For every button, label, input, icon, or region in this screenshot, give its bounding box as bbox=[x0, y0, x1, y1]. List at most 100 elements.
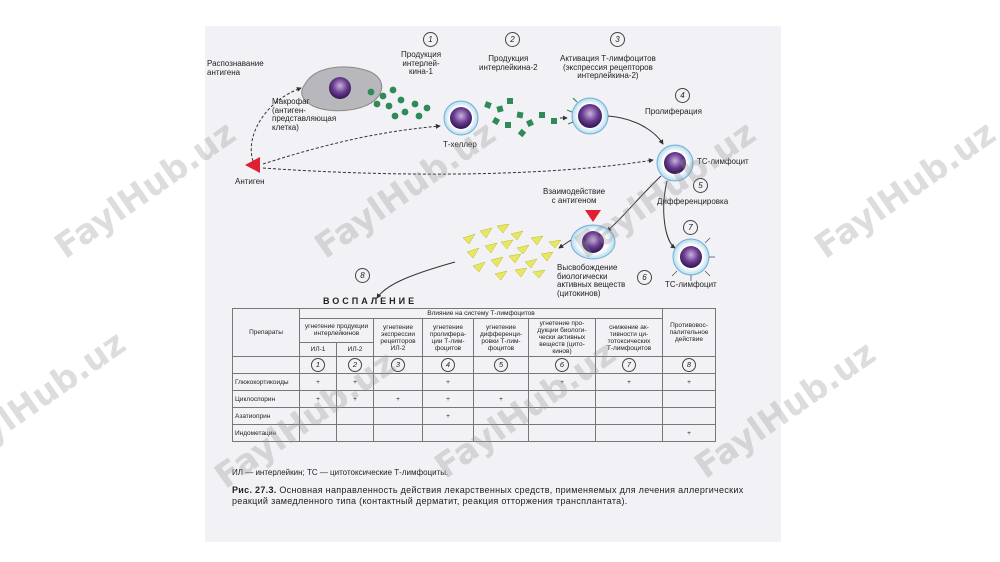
cell: + bbox=[422, 407, 474, 425]
immune-diagram bbox=[245, 66, 715, 299]
antigen-on-cell bbox=[585, 210, 601, 222]
header-il-production: угнетение продукции интерлейкинов bbox=[299, 318, 374, 343]
arrow-release bbox=[558, 239, 572, 249]
watermark: FaylHub.uz bbox=[807, 113, 1000, 267]
cell bbox=[299, 424, 337, 442]
header-il1: ИЛ-1 bbox=[299, 341, 337, 358]
table-row: Глюкокортикоиды + + + + + + bbox=[232, 373, 716, 391]
col-number: 6 bbox=[555, 358, 569, 372]
table-number-row: 1 2 3 4 5 6 7 8 bbox=[232, 356, 716, 374]
cell: + bbox=[473, 390, 529, 408]
label-tc1: TC-лимфоцит bbox=[697, 157, 749, 166]
activated-t-nucleus bbox=[578, 104, 602, 128]
drug-name: Глюкокортикоиды bbox=[232, 373, 300, 391]
cell: + bbox=[528, 373, 596, 391]
col-number: 3 bbox=[391, 358, 405, 372]
cell bbox=[336, 407, 374, 425]
step-number-7: 7 bbox=[683, 220, 698, 235]
col-number: 2 bbox=[348, 358, 362, 372]
col-number: 1 bbox=[311, 358, 325, 372]
cell bbox=[473, 373, 529, 391]
step-number-6: 6 bbox=[637, 270, 652, 285]
cell: + bbox=[662, 424, 716, 442]
drug-effects-table: Препараты Влияние на систему Т-лимфоцито… bbox=[232, 308, 716, 442]
header-cytotoxic: снижение ак- тивности ци- тотоксических … bbox=[595, 318, 663, 357]
label-macrophage: Макрофаг (антиген- представляющая клетка… bbox=[272, 97, 337, 132]
table-row: Циклоспорин + + + + + bbox=[232, 390, 716, 408]
label-step3: Активация Т-лимфоцитов (экспрессия рецеп… bbox=[560, 54, 656, 80]
cell bbox=[373, 407, 423, 425]
tc-lymphocyte-2-nucleus bbox=[680, 246, 702, 268]
label-interaction: Взаимодействие с антигеном bbox=[543, 187, 606, 205]
watermark: FaylHub.uz bbox=[0, 323, 134, 477]
interacting-t-nucleus bbox=[582, 231, 604, 253]
header-differentiation: угнетение дифференци- ровки Т-лим- фоцит… bbox=[473, 318, 529, 357]
label-recognition: Распознавание антигена bbox=[207, 59, 264, 77]
cell bbox=[528, 424, 596, 442]
step-number-3: 3 bbox=[610, 32, 625, 47]
textbook-page: Распознавание антигена Макрофаг (антиген… bbox=[205, 26, 781, 542]
step-number-4: 4 bbox=[675, 88, 690, 103]
figure-caption: Рис. 27.3. Основная направленность дейст… bbox=[232, 485, 770, 507]
tc-lymphocyte-1-nucleus bbox=[664, 152, 686, 174]
arrow-antigen-tc bbox=[262, 158, 654, 175]
step-number-8: 8 bbox=[355, 268, 370, 283]
drug-name: Индометацин bbox=[232, 424, 300, 442]
cell: + bbox=[422, 373, 474, 391]
header-drugs: Препараты bbox=[232, 308, 300, 357]
cell bbox=[595, 407, 663, 425]
label-step4: Пролиферация bbox=[645, 107, 702, 116]
interleukin-2-squares bbox=[484, 98, 557, 138]
header-proliferation: угнетение пролифера- ции Т-лим- фоцитов bbox=[422, 318, 474, 357]
table-legend: ИЛ — интерлейкин; TC — цитотоксические Т… bbox=[232, 468, 449, 477]
cell bbox=[595, 390, 663, 408]
header-il2: ИЛ-2 bbox=[336, 341, 374, 358]
cell bbox=[595, 424, 663, 442]
col-number: 5 bbox=[494, 358, 508, 372]
table-row: Азатиоприн + bbox=[232, 407, 716, 425]
header-il2-receptor: угнетение экспрессии рецепторов ИЛ-2 bbox=[373, 318, 423, 357]
col-number: 7 bbox=[622, 358, 636, 372]
label-step2: Продукция интерлейкина-2 bbox=[479, 54, 538, 72]
cell bbox=[336, 424, 374, 442]
arrow-inflammation bbox=[376, 261, 456, 299]
cell: + bbox=[299, 390, 337, 408]
step-number-1: 1 bbox=[423, 32, 438, 47]
label-antigen: Антиген bbox=[235, 177, 265, 186]
step-number-2: 2 bbox=[505, 32, 520, 47]
label-t-helper: Т-хеллер bbox=[443, 140, 477, 149]
t-helper-nucleus bbox=[450, 107, 472, 129]
cell: + bbox=[336, 373, 374, 391]
col-number: 4 bbox=[441, 358, 455, 372]
cell: + bbox=[299, 373, 337, 391]
caption-label: Рис. 27.3. bbox=[232, 485, 277, 495]
drug-name: Циклоспорин bbox=[232, 390, 300, 408]
cell bbox=[473, 424, 529, 442]
arrow-to-tc2 bbox=[663, 180, 676, 249]
cell bbox=[422, 424, 474, 442]
cell bbox=[662, 390, 716, 408]
cell: + bbox=[422, 390, 474, 408]
cell bbox=[662, 407, 716, 425]
cell bbox=[373, 424, 423, 442]
cell: + bbox=[662, 373, 716, 391]
cell bbox=[373, 373, 423, 391]
cell bbox=[528, 407, 596, 425]
step-number-5: 5 bbox=[693, 178, 708, 193]
cell: + bbox=[595, 373, 663, 391]
arrow-macrophage-thelper bbox=[262, 123, 441, 165]
cell: + bbox=[336, 390, 374, 408]
macrophage-nucleus bbox=[329, 77, 351, 99]
cell bbox=[299, 407, 337, 425]
caption-text: Основная направленность действия лекарст… bbox=[232, 485, 744, 506]
table-row: Индометацин + bbox=[232, 424, 716, 442]
header-effect: Влияние на систему Т-лимфоцитов bbox=[299, 308, 663, 319]
header-antiinflammatory: Противовос- палительное действие bbox=[662, 308, 716, 357]
antigen-triangle bbox=[245, 157, 260, 173]
arrow-proliferation bbox=[607, 115, 664, 145]
label-inflammation: ВОСПАЛЕНИЕ bbox=[323, 296, 418, 306]
col-number: 8 bbox=[682, 358, 696, 372]
cell bbox=[528, 390, 596, 408]
cell bbox=[473, 407, 529, 425]
interleukin-1-dots bbox=[367, 86, 431, 120]
